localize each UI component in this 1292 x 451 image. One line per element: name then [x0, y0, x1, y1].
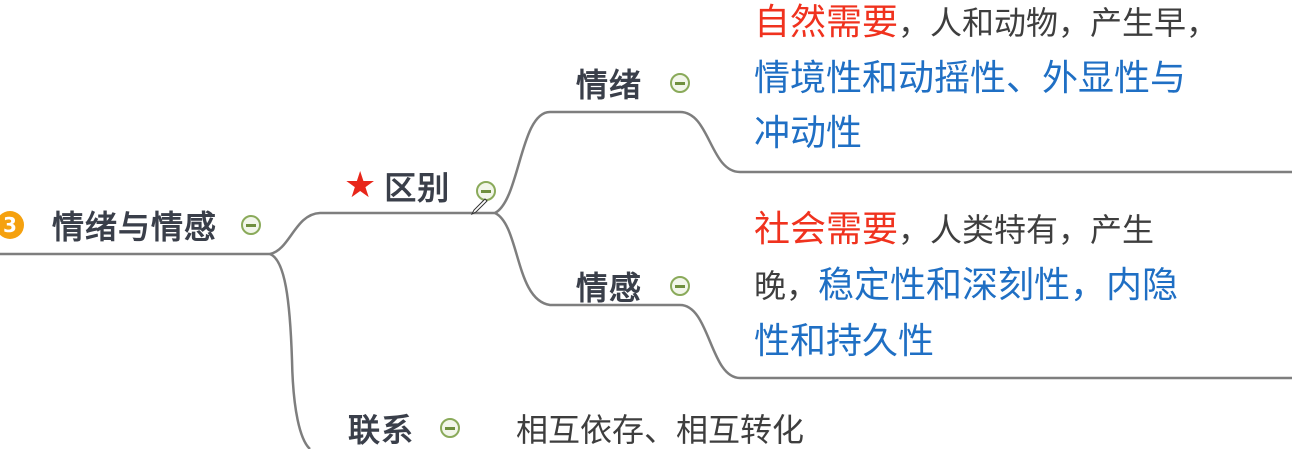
emotion-traits: ，人和动物，产生早，	[898, 4, 1219, 42]
emotion-characteristics: 情境性和动摇性、外显性与	[754, 58, 1187, 99]
feeling-characteristics: 稳定性和深刻性，内隐	[818, 265, 1179, 306]
feeling-traits: ，人类特有，产生	[898, 211, 1155, 249]
root-topic[interactable]: 3 情绪与情感	[0, 202, 262, 248]
feeling-need: 社会需要	[754, 209, 899, 250]
root-topic-label: 情绪与情感	[52, 208, 218, 246]
pen-cursor-icon	[470, 198, 488, 216]
relation-description: 相互依存、相互转化	[516, 411, 805, 449]
feeling-characteristics-cont: 性和持久性	[754, 321, 935, 362]
collapse-icon[interactable]	[440, 418, 461, 438]
feeling-description: 社会需要，人类特有，产生 晚，稳定性和深刻性，内隐 性和持久性	[754, 202, 1178, 369]
emotion-characteristics-cont: 冲动性	[754, 113, 863, 154]
feeling-traits-cont: 晚，	[754, 267, 819, 305]
emotion-need: 自然需要	[754, 2, 899, 43]
topic-emotion[interactable]: 情绪	[576, 60, 691, 106]
priority-badge: 3	[0, 211, 24, 239]
topic-emotion-label: 情绪	[576, 66, 643, 104]
collapse-icon[interactable]	[241, 215, 262, 235]
topic-feeling[interactable]: 情感	[576, 263, 691, 309]
topic-differences-label: 区别	[384, 169, 451, 207]
topic-feeling-label: 情感	[576, 269, 643, 307]
topic-relation-label: 联系	[348, 411, 415, 449]
collapse-icon[interactable]	[670, 276, 691, 296]
star-icon: ★	[344, 165, 377, 206]
topic-relation[interactable]: 联系 相互依存、相互转化	[348, 405, 804, 451]
collapse-icon[interactable]	[670, 73, 691, 93]
emotion-description: 自然需要，人和动物，产生早， 情境性和动摇性、外显性与 冲动性	[754, 0, 1218, 161]
